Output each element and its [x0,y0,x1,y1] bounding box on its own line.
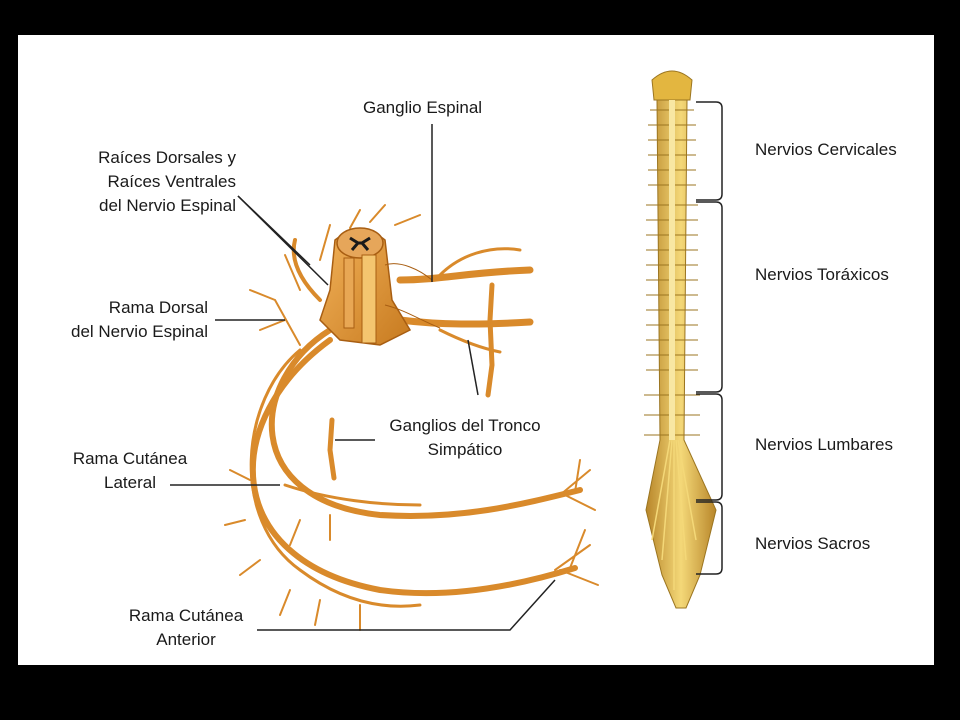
leader-lines-left [170,124,556,631]
label-nervios-cervicales: Nervios Cervicales [755,140,897,159]
label-rama-dorsal: Rama Dorsal del Nervio Espinal [70,298,208,341]
label-ganglios-tronco: Ganglios del Tronco Simpático [389,416,541,459]
spinal-nerve-illustration [224,204,599,631]
sympathetic-ganglion-lower [327,417,337,481]
label-rama-cutanea-anterior: Rama Cutánea Anterior [128,606,244,649]
diagram-panel [18,35,934,665]
label-ganglio-espinal: Ganglio Espinal [363,98,483,117]
ventral-ramus-lower [250,337,578,597]
region-brackets [696,101,723,575]
lateral-branch [283,483,422,507]
label-nervios-sacros: Nervios Sacros [755,534,871,553]
gray-matter-butterfly [349,236,371,251]
sympathetic-ganglion-upper [485,282,495,398]
outer-branch [249,348,422,608]
label-nervios-toraxicos: Nervios Toráxicos [755,265,889,284]
nerve-trunk-lower [396,316,534,328]
label-raices: Raíces Dorsales y Raíces Ventrales del N… [98,148,236,215]
label-nervios-lumbares: Nervios Lumbares [755,435,893,454]
dorsal-ramus [291,238,322,302]
spinal-cord-segment [319,227,441,346]
spinal-column [644,70,717,609]
nerve-trunk-upper [396,266,534,284]
label-rama-cutanea-lateral: Rama Cutánea Lateral [72,449,188,492]
